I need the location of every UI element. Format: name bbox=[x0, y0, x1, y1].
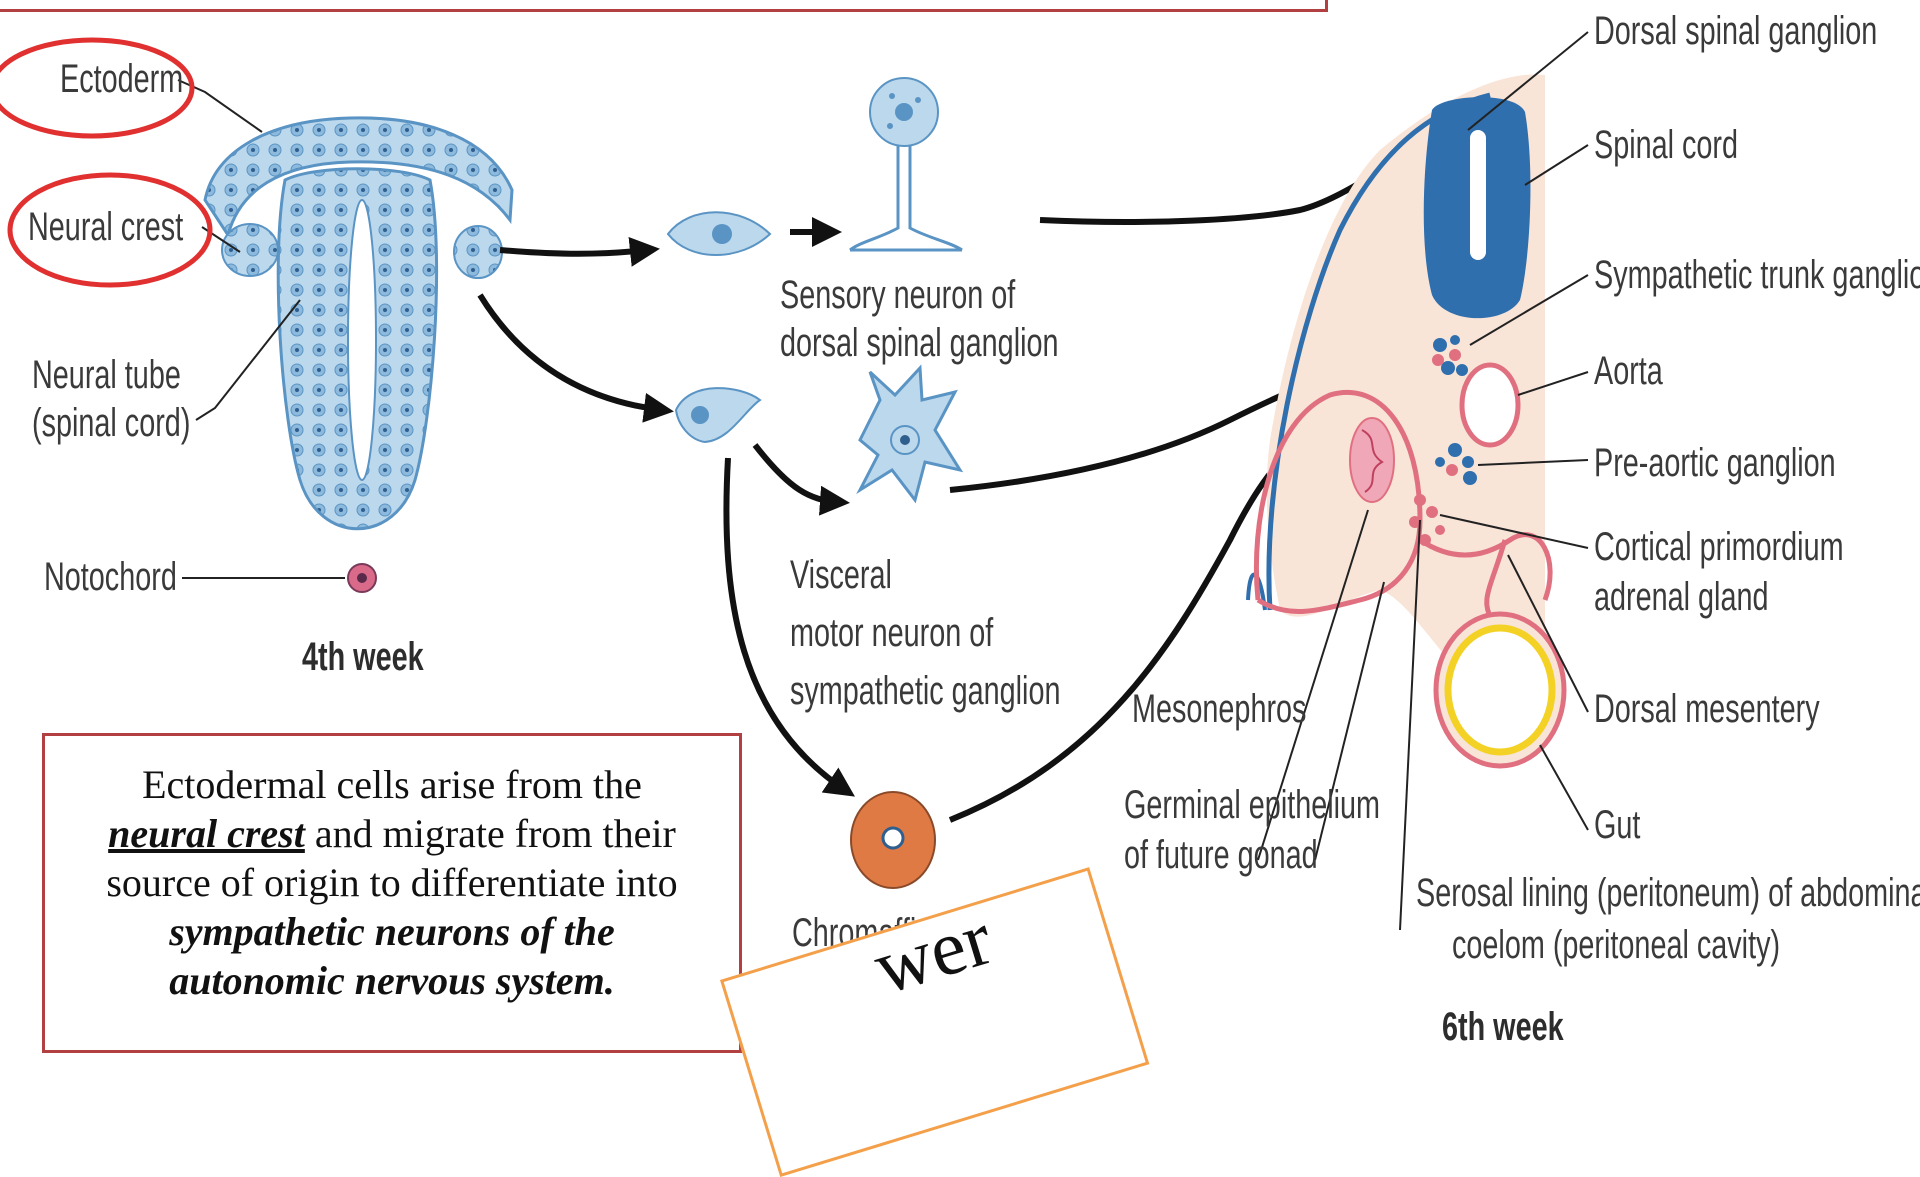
label-serosal-lining: Serosal lining (peritoneum) of abdominal bbox=[1416, 870, 1920, 915]
label-mesonephros: Mesonephros bbox=[1132, 686, 1306, 731]
label-spinal-cord: Spinal cord bbox=[1594, 122, 1738, 167]
label-6th-week: 6th week bbox=[1442, 1004, 1564, 1044]
sensory-neuron-icon bbox=[850, 78, 962, 250]
caption-neural-crest-emphasis: neural crest bbox=[108, 811, 305, 856]
caption-line-2: neural crest and migrate from their bbox=[45, 809, 739, 858]
label-neural-tube: Neural tube bbox=[32, 352, 181, 397]
caption-line-2-rest: and migrate from their bbox=[305, 811, 676, 856]
visceral-motor-neuron-icon bbox=[860, 368, 960, 500]
visceral-precursor-cell bbox=[676, 388, 760, 442]
label-pre-aortic-ganglion: Pre-aortic ganglion bbox=[1594, 440, 1836, 485]
label-notochord: Notochord bbox=[44, 554, 177, 599]
caption-box: Ectodermal cells arise from the neural c… bbox=[42, 733, 742, 1053]
label-4th-week: 4th week bbox=[302, 634, 424, 679]
label-future-gonad: of future gonad bbox=[1124, 832, 1318, 877]
caption-line-3: source of origin to differentiate into bbox=[45, 858, 739, 907]
caption-line-5: autonomic nervous system. bbox=[45, 956, 739, 1005]
top-frame-border bbox=[0, 0, 1328, 12]
label-neural-tube-spinal-cord: (spinal cord) bbox=[32, 400, 190, 445]
notochord bbox=[348, 564, 376, 592]
label-sympathetic-trunk-ganglion: Sympathetic trunk ganglion bbox=[1594, 252, 1920, 297]
aorta-icon bbox=[1462, 365, 1518, 445]
label-ectoderm: Ectoderm bbox=[60, 56, 183, 101]
spinal-cord-icon bbox=[1424, 97, 1531, 318]
label-sensory-neuron: Sensory neuron of bbox=[780, 272, 1016, 317]
mesonephros-icon bbox=[1350, 418, 1394, 502]
label-gut: Gut bbox=[1594, 802, 1641, 847]
label-sensory-neuron-ganglion: dorsal spinal ganglion bbox=[780, 320, 1059, 365]
label-visceral: Visceral bbox=[790, 552, 892, 597]
label-cortical-primordium: Cortical primordium bbox=[1594, 524, 1844, 569]
neural-tube bbox=[278, 169, 436, 529]
label-neural-crest: Neural crest bbox=[28, 204, 183, 249]
label-dorsal-spinal-ganglion: Dorsal spinal ganglion bbox=[1594, 8, 1877, 53]
label-dorsal-mesentery: Dorsal mesentery bbox=[1594, 686, 1820, 731]
caption-line-4: sympathetic neurons of the bbox=[45, 907, 739, 956]
label-peritoneal-cavity: coelom (peritoneal cavity) bbox=[1452, 922, 1780, 967]
label-germinal-epithelium: Germinal epithelium bbox=[1124, 782, 1380, 827]
label-aorta: Aorta bbox=[1594, 348, 1663, 393]
caption-line-1: Ectodermal cells arise from the bbox=[45, 760, 739, 809]
label-adrenal-gland: adrenal gland bbox=[1594, 574, 1769, 619]
label-visceral-motor: motor neuron of bbox=[790, 610, 994, 655]
sensory-precursor-cell bbox=[668, 212, 770, 255]
label-visceral-sympathetic: sympathetic ganglion bbox=[790, 668, 1060, 713]
chromaffin-cell-icon bbox=[851, 792, 935, 888]
